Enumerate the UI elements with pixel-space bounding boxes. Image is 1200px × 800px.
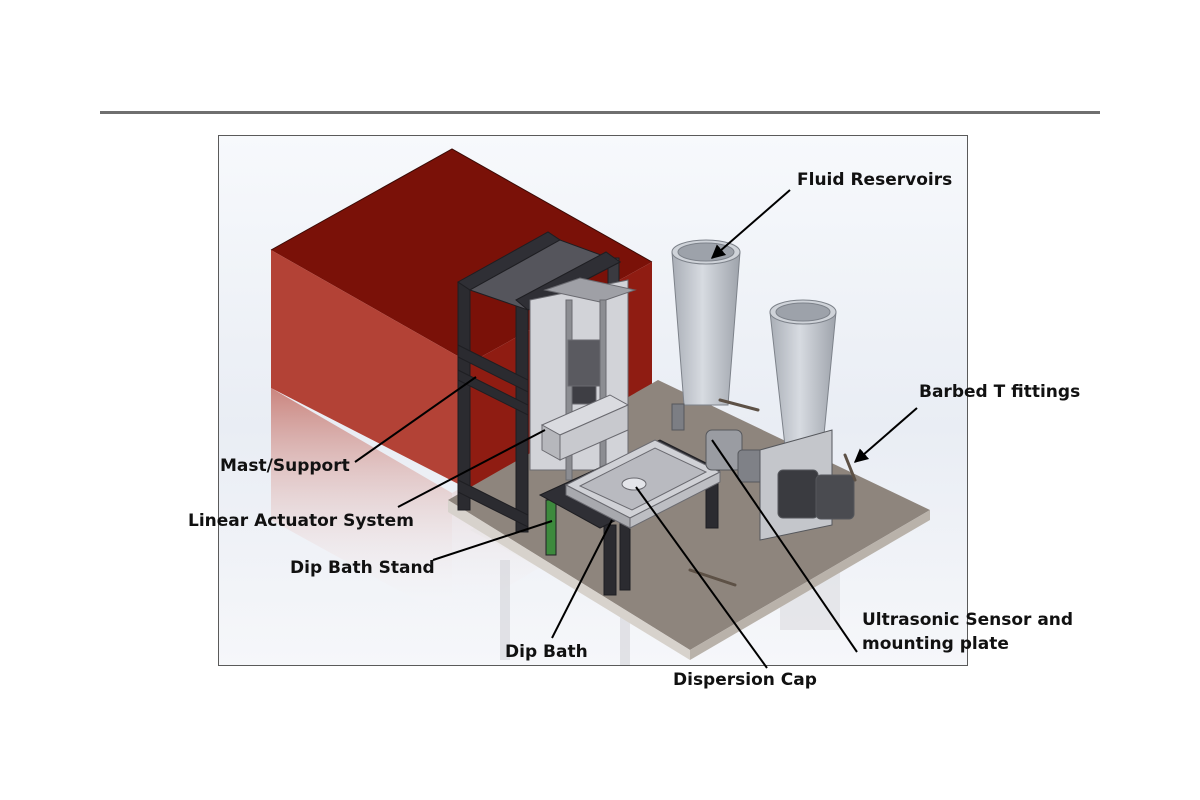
label-dispersion-cap: Dispersion Cap (673, 670, 817, 690)
callout-line-ultrasonic-sensor (711, 439, 858, 653)
callout-line-linear-actuator (397, 429, 546, 508)
callout-line-dip-bath (551, 519, 613, 639)
callout-line-mast-support (354, 376, 477, 463)
label-dip-bath-stand: Dip Bath Stand (290, 558, 435, 578)
label-linear-actuator-system: Linear Actuator System (188, 511, 414, 531)
linear-actuator (529, 277, 637, 481)
top-divider-line (100, 111, 1100, 114)
callout-line-fluid-reservoirs (710, 189, 791, 259)
dip-bath (564, 439, 722, 529)
callout-line-dip-bath-stand (432, 520, 553, 561)
label-ultrasonic-sensor: Ultrasonic Sensor and mounting plate (862, 608, 1092, 656)
callout-lines (354, 189, 918, 669)
label-ultrasonic-sensor-line2: mounting plate (862, 634, 1009, 654)
label-ultrasonic-sensor-line1: Ultrasonic Sensor and (862, 610, 1074, 630)
label-mast-support: Mast/Support (220, 456, 350, 476)
label-dip-bath: Dip Bath (505, 642, 588, 662)
callout-line-dispersion-cap (635, 486, 768, 669)
label-fluid-reservoirs: Fluid Reservoirs (797, 170, 953, 190)
ultrasonic-sensor-assembly (671, 403, 855, 541)
label-barbed-t-fittings: Barbed T fittings (919, 382, 1081, 402)
callout-line-barbed-t-fittings (853, 407, 918, 463)
